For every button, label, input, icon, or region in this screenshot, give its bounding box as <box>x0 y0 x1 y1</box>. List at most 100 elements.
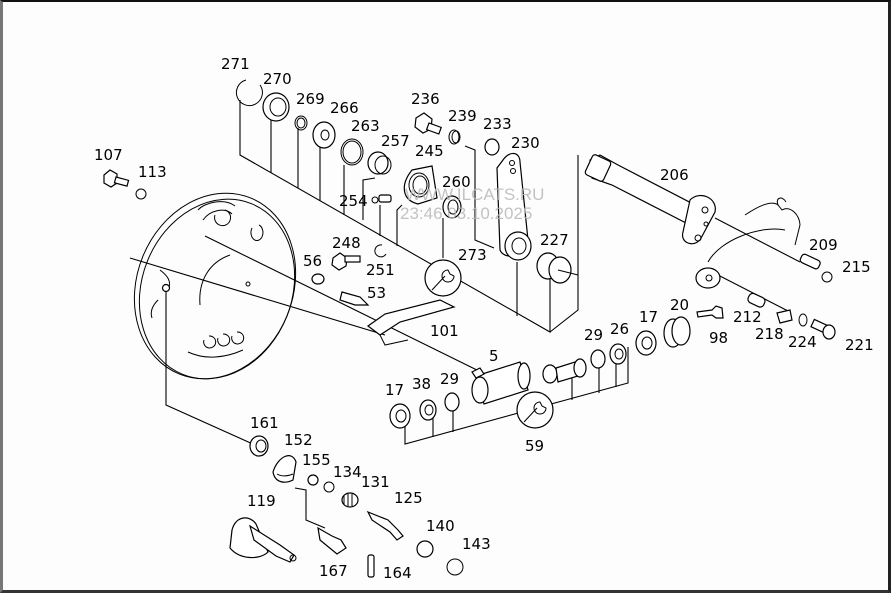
label-263[interactable]: 263 <box>351 117 380 135</box>
leader-209 <box>714 217 801 263</box>
label-236[interactable]: 236 <box>411 90 440 108</box>
part-257-shape <box>367 151 389 175</box>
label-98[interactable]: 98 <box>709 329 728 347</box>
backing-plate <box>133 192 297 380</box>
watermark: WWW.ILCATS.RU 23:46 03.10.2025 <box>400 185 544 223</box>
shaft-assembly <box>584 154 836 369</box>
part-53-shape <box>339 291 370 306</box>
label-134[interactable]: 134 <box>333 463 362 481</box>
leader-upper-group <box>239 100 551 333</box>
leader-245 <box>396 204 403 246</box>
label-273[interactable]: 273 <box>458 246 487 264</box>
part-98-shape <box>696 305 724 319</box>
label-215[interactable]: 215 <box>842 258 871 276</box>
part-38-shape <box>419 399 437 421</box>
leader-101 <box>129 257 386 336</box>
label-164[interactable]: 164 <box>383 564 412 582</box>
label-20[interactable]: 20 <box>670 296 689 314</box>
part-161-shape <box>249 435 269 457</box>
label-245[interactable]: 245 <box>415 142 444 160</box>
label-17a[interactable]: 17 <box>639 308 658 326</box>
label-29b[interactable]: 29 <box>440 370 459 388</box>
part-17a-shape <box>635 330 657 356</box>
part-155-shape <box>307 474 319 486</box>
label-167[interactable]: 167 <box>319 562 348 580</box>
label-209[interactable]: 209 <box>809 236 838 254</box>
part-140-shape <box>416 540 434 558</box>
label-140[interactable]: 140 <box>426 517 455 535</box>
leader-backing-plate <box>204 235 486 375</box>
part-224-shape <box>798 313 808 327</box>
label-26[interactable]: 26 <box>610 320 629 338</box>
label-230[interactable]: 230 <box>511 134 540 152</box>
label-248[interactable]: 248 <box>332 234 361 252</box>
part-251-shape <box>374 244 387 258</box>
part-215-shape <box>821 271 833 283</box>
part-269-shape <box>294 115 308 131</box>
label-59[interactable]: 59 <box>525 437 544 455</box>
label-224[interactable]: 224 <box>788 333 817 351</box>
label-29a[interactable]: 29 <box>584 326 603 344</box>
part-209-shape <box>799 253 821 270</box>
part-263-shape <box>340 138 364 166</box>
label-17b[interactable]: 17 <box>385 381 404 399</box>
label-125[interactable]: 125 <box>394 489 423 507</box>
part-134-shape <box>323 481 335 493</box>
wheel-cylinder-assembly <box>389 358 587 429</box>
label-233[interactable]: 233 <box>483 115 512 133</box>
label-227[interactable]: 227 <box>540 231 569 249</box>
label-143[interactable]: 143 <box>462 535 491 553</box>
label-271[interactable]: 271 <box>221 55 250 73</box>
part-270-shape <box>262 92 290 122</box>
part-164-shape <box>367 554 375 578</box>
label-212[interactable]: 212 <box>733 308 762 326</box>
part-212-shape <box>747 292 766 308</box>
leader-lines <box>129 100 801 529</box>
leader-257 <box>362 177 376 220</box>
part-56-shape <box>311 273 325 285</box>
label-131[interactable]: 131 <box>361 473 390 491</box>
label-257[interactable]: 257 <box>381 132 410 150</box>
label-239[interactable]: 239 <box>448 107 477 125</box>
part-113-shape <box>135 188 147 200</box>
label-152[interactable]: 152 <box>284 431 313 449</box>
label-56[interactable]: 56 <box>303 252 322 270</box>
label-107[interactable]: 107 <box>94 146 123 164</box>
label-161[interactable]: 161 <box>250 414 279 432</box>
label-269[interactable]: 269 <box>296 90 325 108</box>
part-239-shape <box>448 129 460 145</box>
upper-parts <box>235 79 579 346</box>
leader-161 <box>165 288 256 446</box>
part-271-shape <box>235 79 263 106</box>
watermark-site: WWW.ILCATS.RU <box>405 185 544 204</box>
label-5[interactable]: 5 <box>489 347 499 365</box>
lower-parts <box>103 169 464 578</box>
label-155[interactable]: 155 <box>302 451 331 469</box>
part-233-shape <box>484 138 500 156</box>
label-221[interactable]: 221 <box>845 336 874 354</box>
part-254-shape <box>371 196 379 204</box>
label-254[interactable]: 254 <box>339 192 368 210</box>
part-152-shape <box>272 455 297 483</box>
label-260[interactable]: 260 <box>442 173 471 191</box>
part-266-shape <box>312 121 336 149</box>
label-113[interactable]: 113 <box>138 163 167 181</box>
label-218[interactable]: 218 <box>755 325 784 343</box>
label-266[interactable]: 266 <box>330 99 359 117</box>
watermark-timestamp: 23:46 03.10.2025 <box>400 204 532 223</box>
leader-239 <box>464 145 495 249</box>
label-53[interactable]: 53 <box>367 284 386 302</box>
label-119[interactable]: 119 <box>247 492 276 510</box>
label-251[interactable]: 251 <box>366 261 395 279</box>
label-101[interactable]: 101 <box>430 322 459 340</box>
part-218-shape <box>776 309 793 324</box>
label-270[interactable]: 270 <box>263 70 292 88</box>
part-labels: 271 270 269 266 263 257 236 239 233 230 … <box>94 55 874 582</box>
leader-227 <box>549 155 579 333</box>
label-38[interactable]: 38 <box>412 375 431 393</box>
label-206[interactable]: 206 <box>660 166 689 184</box>
part-248-shape <box>331 252 348 271</box>
part-167-shape <box>317 526 347 555</box>
